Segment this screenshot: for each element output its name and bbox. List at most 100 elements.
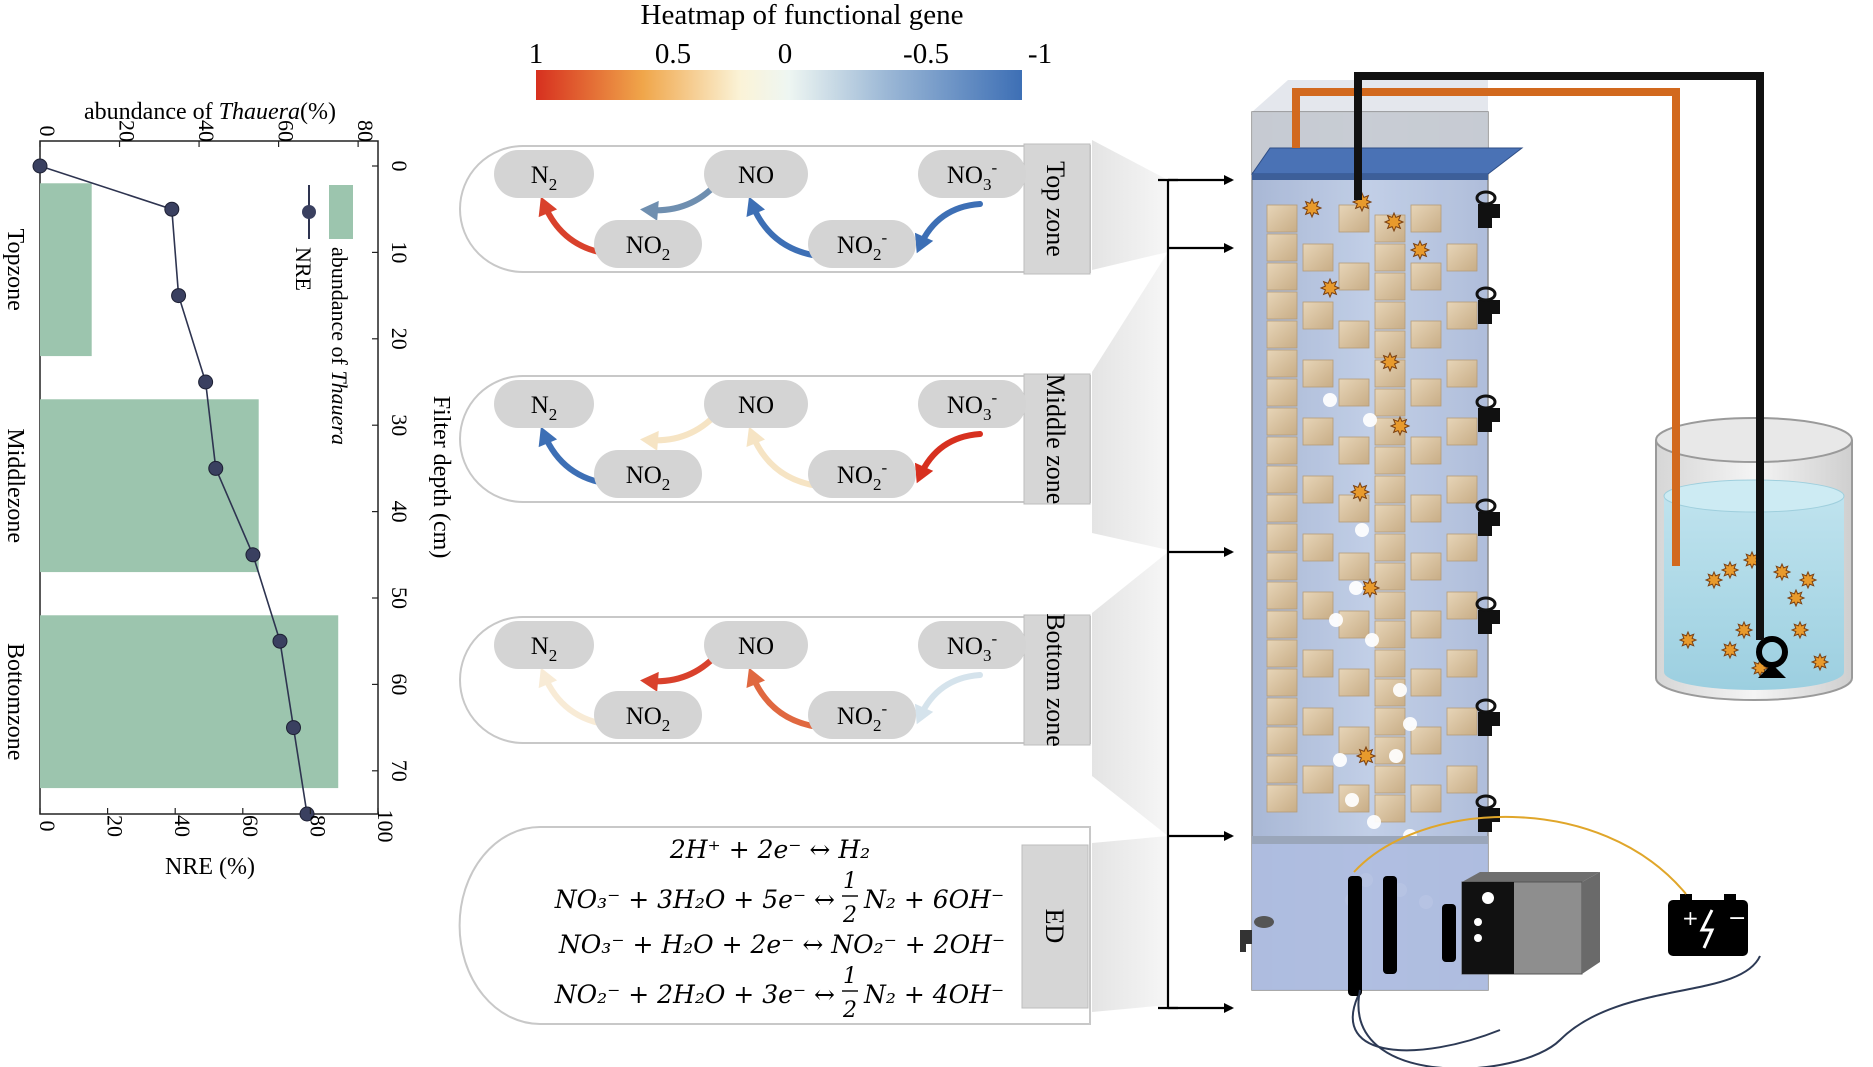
- media-cube: [1266, 320, 1298, 349]
- zone-range-arrows: [1158, 175, 1234, 1013]
- pathway-arrowhead: [538, 667, 558, 689]
- sampling-valve: [1475, 698, 1500, 736]
- media-cube: [1302, 591, 1334, 620]
- thauera-tick-label: 0: [35, 126, 60, 137]
- nre-line-group: [32, 158, 315, 822]
- ed-label: ED: [1040, 909, 1069, 944]
- microbe-icon: [1720, 640, 1740, 660]
- nre-tick-label: 100: [373, 810, 398, 843]
- heatmap-tick-neg-0-5: -0.5: [903, 38, 949, 70]
- svg-text:+: +: [1682, 906, 1699, 930]
- species-label-no2b: NO2-: [837, 458, 888, 494]
- separator-plate: [1252, 836, 1488, 844]
- power-led-1: [1474, 918, 1482, 926]
- nre-axis-label: NRE (%): [165, 854, 255, 880]
- heatmap-tick-0-5: 0.5: [655, 38, 691, 70]
- cathode-rod-1: [1348, 876, 1362, 996]
- microbe-icon: [1810, 652, 1830, 672]
- bar-group: [40, 183, 339, 789]
- category-label-middlezone: Middlezone: [2, 428, 28, 543]
- sampling-valve: [1475, 190, 1500, 228]
- microbe-icon: [1379, 351, 1401, 373]
- media-cube: [1374, 794, 1406, 823]
- species-label-no: NO: [738, 392, 774, 419]
- species-label-n2: N2: [531, 392, 558, 424]
- zone-label-box: [1023, 143, 1091, 275]
- media-cube: [1266, 523, 1298, 552]
- microbe-icon: [1383, 211, 1405, 233]
- depth-tick-label: 20: [387, 328, 412, 350]
- media-cube: [1374, 591, 1406, 620]
- microbe-icon: [1790, 620, 1810, 640]
- microbe-icon: [1678, 630, 1698, 650]
- species-label-n2: N2: [531, 162, 558, 194]
- pathway-arrowhead: [746, 426, 766, 448]
- nre-point: [32, 158, 48, 174]
- wiring: [1292, 72, 1764, 1067]
- battery-icon: + −: [1668, 894, 1748, 956]
- species-node-no: [704, 150, 808, 198]
- power-knob: [1482, 892, 1494, 904]
- blue-wire: [1357, 955, 1761, 1067]
- media-cube: [1338, 726, 1370, 755]
- pathway-arrowhead: [538, 426, 558, 448]
- species-label-no2a: NO2: [626, 703, 671, 735]
- legend-line-marker: [302, 205, 316, 219]
- yellow-wire: [1353, 815, 1687, 895]
- media-cube: [1446, 301, 1478, 330]
- heatmap-colorbar: [536, 70, 1022, 100]
- pathway-arrowhead: [640, 200, 659, 221]
- pathway-arrowhead: [914, 462, 934, 484]
- thauera-tick-label: 20: [115, 120, 140, 142]
- ed-label-box: [1021, 844, 1089, 1009]
- pathway-arrowhead: [914, 232, 934, 254]
- media-cube: [1266, 465, 1298, 494]
- media-cube: [1266, 262, 1298, 291]
- power-box-top: [1462, 872, 1600, 882]
- media-cube: [1374, 707, 1406, 736]
- media-cube: [1266, 755, 1298, 784]
- species-node-no2b: [808, 450, 916, 498]
- water-surface: [1663, 479, 1845, 513]
- gas-bubble: [1349, 581, 1363, 595]
- gas-bubble: [1403, 717, 1417, 731]
- nre-tick-label: 60: [238, 815, 263, 837]
- media-cube: [1410, 262, 1442, 291]
- tick-group: TopzoneMiddlezoneBottomzone0102030405060…: [2, 120, 412, 843]
- media-cube: [1266, 436, 1298, 465]
- species-label-no2a: NO2: [626, 232, 671, 264]
- callout-top: [1092, 140, 1168, 270]
- media-cube: [1338, 204, 1370, 233]
- ed-eq-2-frac-den: 2: [842, 903, 857, 928]
- sampling-valve: [1475, 394, 1500, 432]
- nre-tick-label: 20: [103, 815, 128, 837]
- feed-beaker: [1655, 417, 1853, 701]
- media-cube: [1374, 649, 1406, 678]
- microbe-icon: [1720, 560, 1740, 580]
- media-cube: [1410, 378, 1442, 407]
- species-node-n2: [494, 380, 594, 428]
- microbe-icon: [1734, 620, 1754, 640]
- media-cube: [1266, 349, 1298, 378]
- thauera-tick-label: 40: [194, 120, 219, 142]
- zone-label-box: [1023, 373, 1091, 505]
- species-label-no3: NO3-: [947, 388, 998, 424]
- ed-eq-4-frac-num: 1: [843, 964, 857, 989]
- pathway-arrowhead: [640, 430, 659, 451]
- media-cube: [1266, 581, 1298, 610]
- power-supply: [1461, 872, 1600, 975]
- media-cube: [1266, 407, 1298, 436]
- ed-panel-frame: [458, 826, 1091, 1025]
- pathway-arrowhead: [746, 667, 766, 689]
- ed-eq-4-frac-den: 2: [842, 998, 857, 1023]
- bar-topzone: [40, 183, 92, 357]
- zone-label: Middle zone: [1041, 374, 1070, 505]
- media-cube: [1266, 639, 1298, 668]
- pathway-arrowhead: [640, 671, 659, 692]
- media-cube: [1374, 388, 1406, 417]
- svg-text:−: −: [1728, 906, 1746, 931]
- species-label-no3: NO3-: [947, 158, 998, 194]
